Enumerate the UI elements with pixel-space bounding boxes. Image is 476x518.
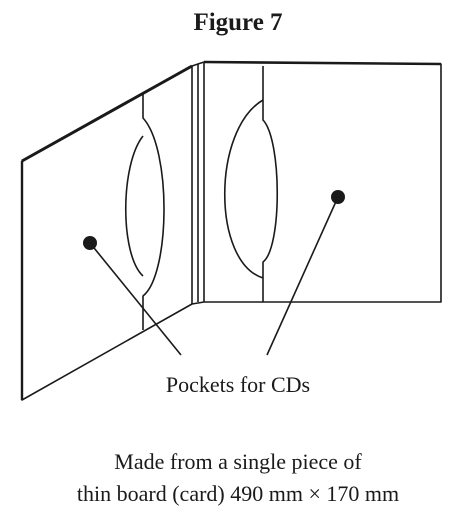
spine-top	[191, 61, 205, 67]
right-pocket-flap	[262, 66, 278, 302]
left-panel-top-edge	[21, 64, 193, 163]
pockets-label: Pockets for CDs	[166, 372, 310, 397]
right-panel	[203, 61, 442, 303]
caption-line-1: Made from a single piece of	[114, 449, 362, 474]
spine-bottom	[191, 301, 205, 305]
left-pocket-inner-curve	[125, 135, 144, 277]
right-pocket-dot	[331, 190, 345, 204]
cd-folder-diagram: Pockets for CDs	[20, 60, 442, 401]
caption-line-2: thin board (card) 490 mm × 170 mm	[76, 481, 400, 506]
left-pocket-flap	[142, 93, 165, 330]
right-pocket-curve	[223, 99, 264, 279]
right-panel-top-edge	[203, 60, 442, 66]
figure-title: Figure 7	[193, 9, 283, 36]
pointer-line-left	[89, 242, 182, 356]
left-pocket-dot	[83, 236, 97, 250]
left-panel	[21, 65, 193, 401]
pointer-line-right	[266, 196, 339, 356]
